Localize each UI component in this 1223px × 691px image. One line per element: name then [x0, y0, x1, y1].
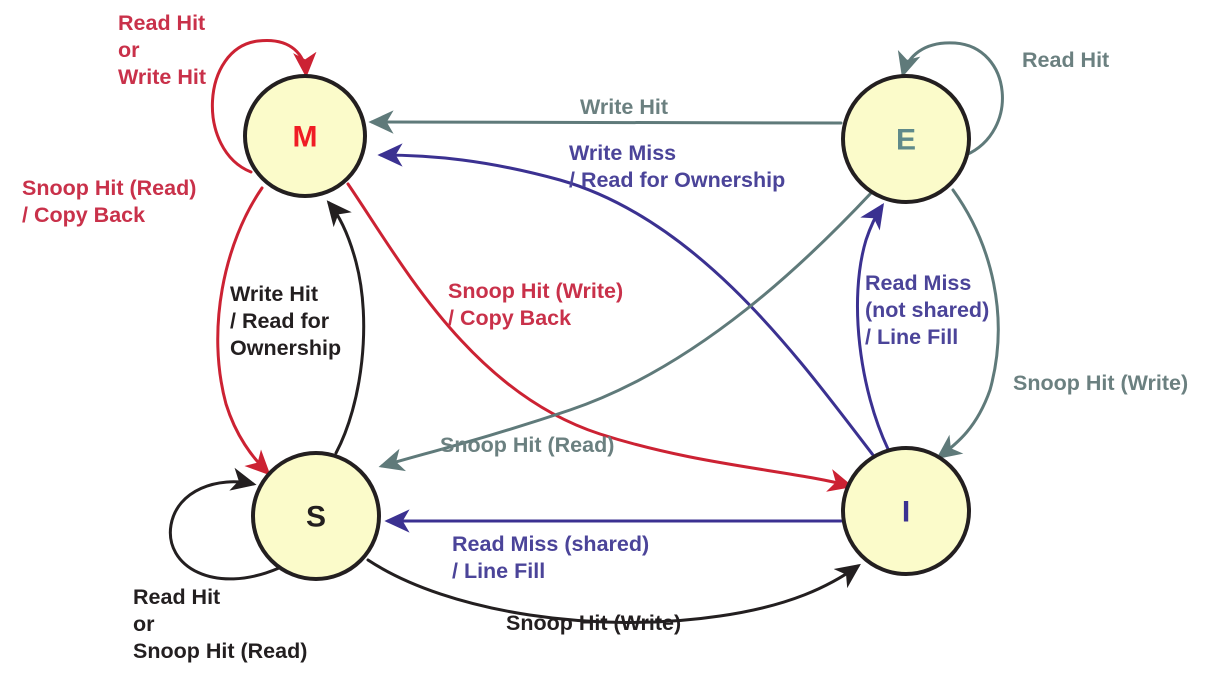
edge-m-to-i	[346, 182, 854, 492]
edge-e-to-s	[378, 190, 874, 472]
edge-e-self-loop	[897, 41, 1004, 157]
edge-label-e-to-m: Write Hit	[580, 95, 668, 119]
state-label-s: S	[306, 501, 326, 534]
edge-label-s-self-loop: Read Hit or Snoop Hit (Read)	[133, 585, 308, 663]
edge-s-to-m	[326, 200, 366, 455]
edge-m-to-s	[216, 186, 271, 476]
state-node-m[interactable]	[243, 74, 367, 198]
edge-label-m-self-loop: Read Hit or Write Hit	[118, 11, 206, 89]
state-node-s[interactable]	[251, 451, 381, 581]
edge-s-self-loop	[168, 467, 281, 581]
edge-s-to-i	[366, 558, 861, 624]
state-node-e[interactable]	[841, 74, 971, 204]
state-node-i[interactable]	[841, 446, 971, 576]
edge-label-e-to-s: Snoop Hit (Read)	[440, 433, 615, 457]
edge-label-i-to-s: Read Miss (shared) / Line Fill	[452, 532, 650, 583]
edge-label-m-to-i: Snoop Hit (Write) / Copy Back	[448, 279, 624, 330]
edge-e-to-i	[936, 188, 1000, 460]
edge-i-to-e	[855, 203, 890, 451]
state-label-e: E	[896, 124, 916, 157]
edge-i-to-m	[377, 143, 875, 457]
edge-label-s-to-m: Write Hit / Read for Ownership	[230, 282, 342, 360]
edge-label-s-to-i: Snoop Hit (Write)	[506, 611, 682, 635]
edge-label-m-to-s: Snoop Hit (Read) / Copy Back	[22, 176, 197, 227]
edge-label-i-to-e: Read Miss (not shared) / Line Fill	[865, 271, 990, 349]
state-label-i: I	[902, 496, 910, 529]
state-label-m: M	[293, 121, 318, 154]
edge-label-i-to-m: Write Miss / Read for Ownership	[569, 141, 786, 192]
edge-label-e-to-i: Snoop Hit (Write)	[1013, 371, 1189, 395]
edge-e-to-m	[368, 110, 843, 134]
edge-m-self-loop	[210, 38, 317, 174]
edge-label-e-self-loop: Read Hit	[1022, 48, 1110, 72]
